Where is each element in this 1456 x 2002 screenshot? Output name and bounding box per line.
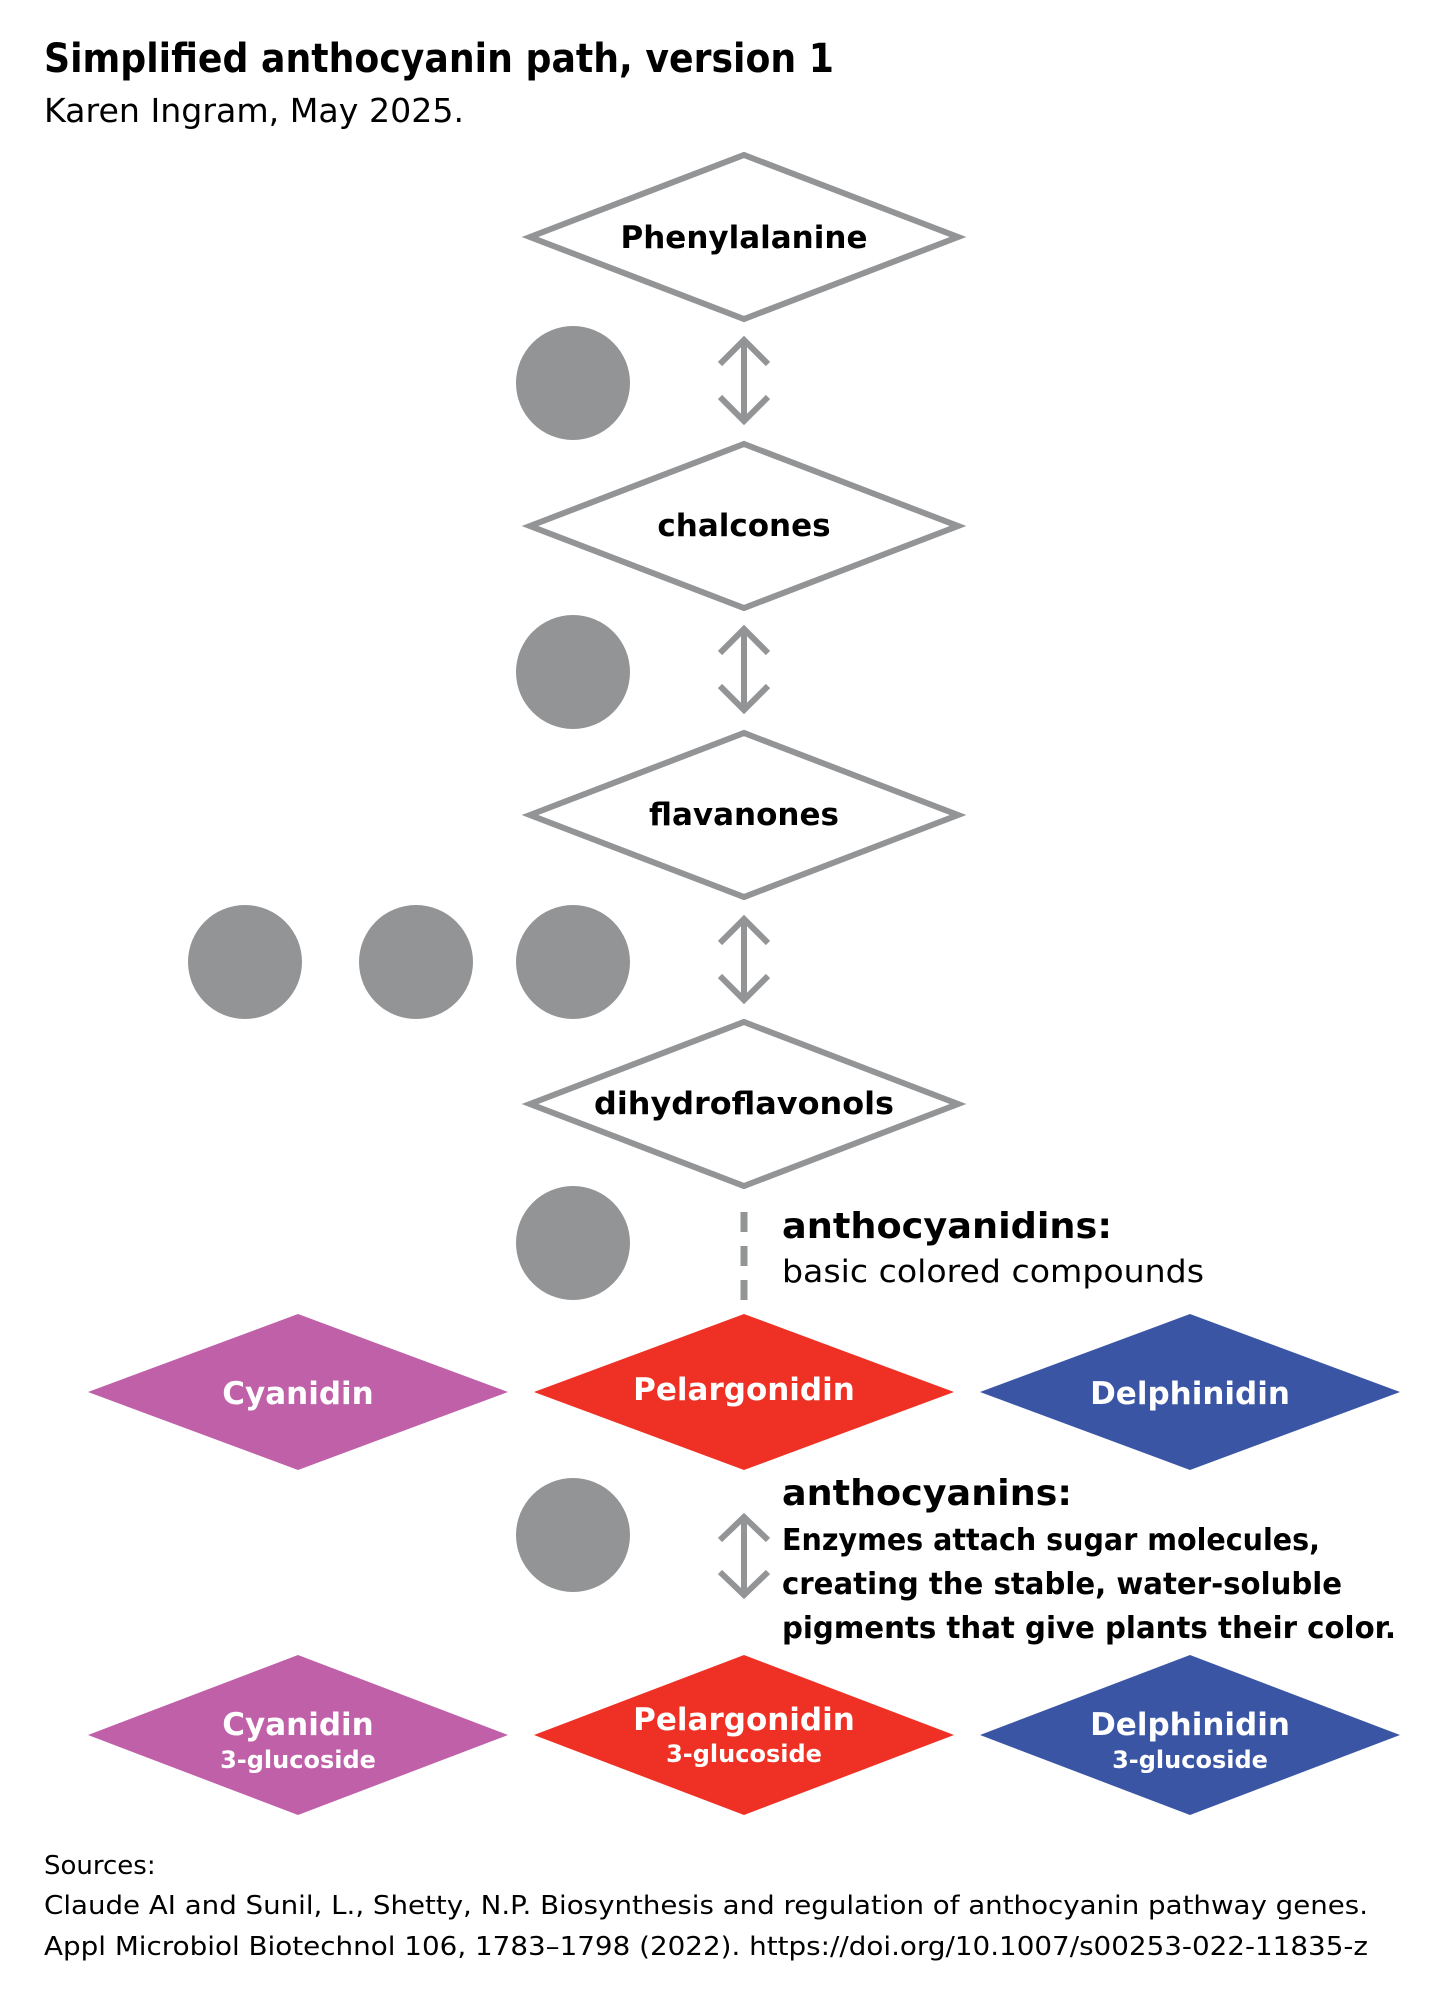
- pigment-delphinidin-shape: [980, 1314, 1400, 1470]
- node-dihydroflavonols-label: dihydroflavonols: [594, 1086, 894, 1122]
- pigment-pelargonidin-3-glucoside-label: Pelargonidin: [633, 1702, 855, 1738]
- anthocyanins-heading: anthocyanins:: [782, 1473, 1072, 1514]
- node-dihydroflavonols-shape: [521, 1018, 967, 1190]
- enzyme-circle-2: [516, 615, 630, 729]
- node-dihydroflavonols: dihydroflavonols: [521, 1018, 967, 1190]
- pigment-cyanidin-3-glucoside-shape: [88, 1655, 508, 1815]
- bidirectional-arrow-1: [717, 335, 771, 426]
- node-flavanones: flavanones: [521, 729, 967, 901]
- enzyme-circle-5: [516, 1478, 630, 1592]
- byline: Karen Ingram, May 2025.: [44, 91, 464, 130]
- pigment-cyanidin-shape: [88, 1314, 508, 1470]
- sources-line-1: Claude AI and Sunil, L., Shetty, N.P. Bi…: [44, 1891, 1368, 1921]
- bidirectional-arrow-2: [717, 624, 771, 715]
- pigment-pelargonidin-3-glucoside-suffix: 3-glucoside: [666, 1740, 822, 1768]
- anthocyanins-description-line-1: Enzymes attach sugar molecules,: [782, 1523, 1320, 1558]
- anthocyanidins-description: basic colored compounds: [782, 1254, 1204, 1290]
- pigment-pelargonidin: Pelargonidin: [534, 1314, 954, 1470]
- node-flavanones-label: flavanones: [649, 797, 839, 833]
- node-chalcones: chalcones: [521, 440, 967, 612]
- pigment-pelargonidin-shape: [534, 1314, 954, 1470]
- pigment-delphinidin-3-glucoside: Delphinidin 3-glucoside: [980, 1655, 1400, 1815]
- enzyme-circle-4: [516, 1186, 630, 1300]
- pigment-cyanidin-3-glucoside: Cyanidin 3-glucoside: [88, 1655, 508, 1815]
- enzyme-circle-3c: [516, 905, 630, 1019]
- pigment-cyanidin-label: Cyanidin: [222, 1376, 373, 1412]
- pigment-cyanidin: Cyanidin: [88, 1314, 508, 1470]
- node-chalcones-shape: [521, 440, 967, 612]
- pigment-delphinidin-3-glucoside-suffix: 3-glucoside: [1112, 1746, 1268, 1774]
- bidirectional-arrow-5: [717, 1512, 771, 1600]
- node-phenylalanine-shape: [521, 151, 967, 323]
- anthocyanins-description-line-2: creating the stable, water-soluble: [782, 1567, 1342, 1602]
- node-phenylalanine-label: Phenylalanine: [621, 220, 868, 256]
- sources-line-2: Appl Microbiol Biotechnol 106, 1783–1798…: [44, 1932, 1368, 1962]
- node-flavanones-shape: [521, 729, 967, 901]
- pigment-delphinidin-label: Delphinidin: [1090, 1376, 1290, 1412]
- pigment-pelargonidin-3-glucoside: Pelargonidin 3-glucoside: [534, 1655, 954, 1815]
- pigment-delphinidin-3-glucoside-shape: [980, 1655, 1400, 1815]
- pigment-delphinidin: Delphinidin: [980, 1314, 1400, 1470]
- sources-label: Sources:: [44, 1851, 156, 1881]
- pigment-cyanidin-3-glucoside-label: Cyanidin: [222, 1707, 373, 1743]
- anthocyanins-description-line-3: pigments that give plants their color.: [782, 1611, 1396, 1646]
- enzyme-circle-3b: [359, 905, 473, 1019]
- pigment-cyanidin-3-glucoside-suffix: 3-glucoside: [220, 1746, 376, 1774]
- enzyme-circle-1: [516, 326, 630, 440]
- pigment-pelargonidin-label: Pelargonidin: [633, 1372, 855, 1408]
- node-chalcones-label: chalcones: [657, 508, 830, 544]
- pigment-pelargonidin-3-glucoside-shape: [534, 1655, 954, 1815]
- bidirectional-arrow-3: [717, 914, 771, 1005]
- anthocyanidins-heading: anthocyanidins:: [782, 1206, 1112, 1247]
- node-phenylalanine: Phenylalanine: [521, 151, 967, 323]
- enzyme-circle-3a: [188, 905, 302, 1019]
- page-title: Simplified anthocyanin path, version 1: [44, 36, 834, 82]
- pigment-delphinidin-3-glucoside-label: Delphinidin: [1090, 1707, 1290, 1743]
